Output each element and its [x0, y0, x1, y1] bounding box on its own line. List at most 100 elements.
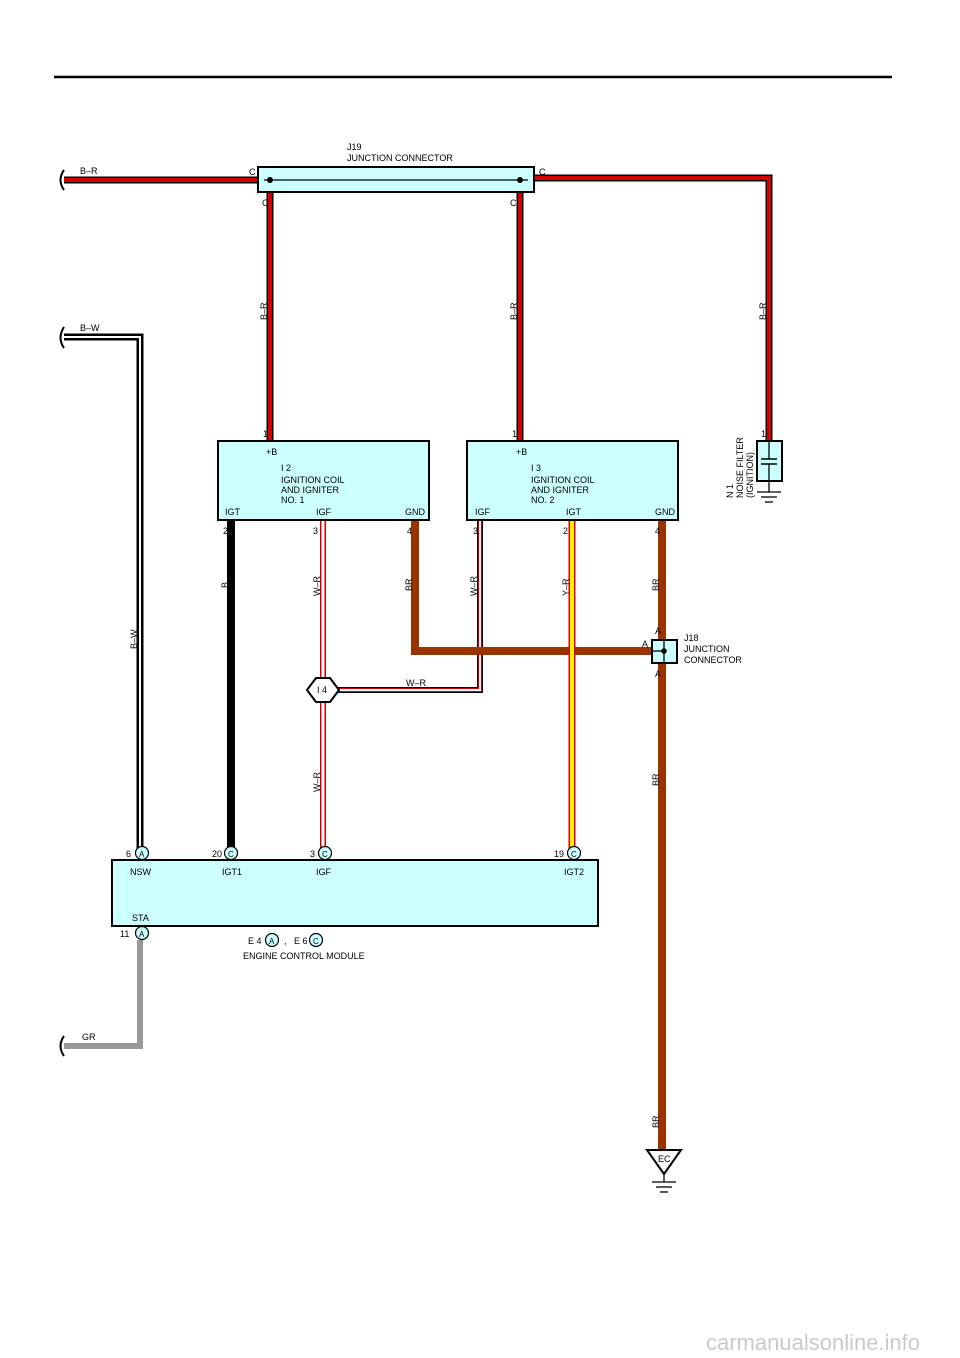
ecm-box	[111, 859, 599, 927]
wire-br-ground	[411, 520, 666, 1152]
wire-label: BR	[651, 1115, 661, 1128]
ignition-coil-1-box	[217, 440, 430, 521]
ecm-pin-name: IGT1	[222, 867, 242, 877]
ecm-conn-letter: C	[322, 850, 328, 859]
wire-label: BR	[651, 578, 661, 591]
ignition-coil-2-box	[466, 440, 679, 521]
coil2-pin-num: 3	[473, 526, 478, 536]
wire-label: W–R	[312, 772, 322, 793]
noise-filter-name: NOISE FILTER	[735, 437, 745, 498]
ground-code: EC	[658, 1154, 671, 1164]
coil1-code: I 2	[281, 463, 291, 473]
junction-connector-j19	[257, 166, 535, 193]
j19-pin: C	[510, 198, 517, 208]
j18-pin: A	[642, 639, 648, 649]
ecm-pin-num: 3	[310, 849, 315, 859]
wire-label: B–R	[80, 166, 98, 176]
coil1-name: IGNITION COIL	[281, 475, 345, 485]
noise-filter-code: N 1	[725, 484, 735, 498]
j18-name: CONNECTOR	[684, 655, 742, 665]
j18-pin: A	[655, 669, 661, 679]
ecm-pin-num: 19	[554, 849, 564, 859]
noise-filter	[756, 440, 783, 503]
ecm-conn-code: E 6	[294, 936, 308, 946]
wire-label: BR	[404, 578, 414, 591]
splice-dot	[267, 177, 273, 183]
ecm-conn-letter: A	[139, 930, 145, 939]
coil1-pin-num: 2	[223, 526, 228, 536]
ecm-pin-num: 11	[120, 929, 129, 939]
ground-ec	[645, 1149, 683, 1193]
ecm-pin-name: IGT2	[564, 867, 584, 877]
coil2-pin-num: 4	[655, 526, 660, 536]
ecm-conn-letter: A	[269, 937, 275, 946]
ecm-pin-name: IGF	[316, 867, 332, 877]
coil2-pin-igf: IGF	[475, 507, 491, 517]
j18-code: J18	[684, 633, 699, 643]
noise-filter-name: (IGNITION)	[745, 452, 755, 498]
ecm-pin-num: 6	[126, 849, 131, 859]
j19-pin: C	[539, 167, 546, 177]
coil2-code: I 3	[531, 463, 541, 473]
coil2-pin-igt: IGT	[566, 507, 582, 517]
wire-wr-coil2	[323, 520, 483, 693]
splice-i4	[305, 677, 341, 703]
coil1-pin-num: 4	[407, 526, 412, 536]
coil2-pin-num: 1	[512, 429, 517, 439]
j19-name: JUNCTION CONNECTOR	[347, 153, 453, 163]
j18-name: JUNCTION	[684, 644, 730, 654]
coil2-pin-gnd: GND	[655, 507, 676, 517]
coil2-pin-num: 2	[563, 526, 568, 536]
coil1-pin-igt: IGT	[225, 507, 241, 517]
j19-code: J19	[347, 142, 362, 152]
ecm-conn-letter: A	[139, 850, 145, 859]
ecm-conn-letter: C	[228, 850, 234, 859]
wire-label: B	[220, 582, 230, 588]
j19-pin: C	[249, 167, 256, 177]
wire-label: B–R	[259, 302, 269, 320]
wire-gr-sta	[64, 940, 143, 1049]
ecm-conn-code: E 4	[248, 936, 262, 946]
wire-label: BR	[651, 773, 661, 786]
wire-label: W–R	[312, 576, 322, 597]
coil1-pin-num: 1	[263, 429, 268, 439]
ecm-connector-circles	[134, 845, 582, 948]
j18-pin: A	[655, 626, 661, 636]
wire-end-brackets	[59, 169, 65, 1057]
coil2-name: AND IGNITER	[531, 485, 590, 495]
ecm-conn-sep: ,	[284, 936, 287, 946]
coil1-pin-gnd: GND	[405, 507, 426, 517]
wire-label: B–W	[129, 629, 139, 649]
ecm-conn-letter: C	[313, 937, 319, 946]
splice-dot	[517, 177, 523, 183]
wire-label: B–R	[509, 302, 519, 320]
ground-symbol-icon	[757, 491, 781, 503]
splice-code: I 4	[317, 685, 327, 695]
wire-label: B–W	[80, 323, 100, 333]
ecm-name: ENGINE CONTROL MODULE	[243, 951, 365, 961]
ecm-pin-num: 20	[212, 849, 222, 859]
watermark: carmanualsonline.info	[706, 1330, 920, 1355]
wire-label: B–R	[758, 302, 768, 320]
wire-label: GR	[82, 1032, 96, 1042]
ecm-conn-letter: C	[571, 850, 577, 859]
j19-pin: C	[262, 198, 269, 208]
junction-connector-j18	[651, 639, 678, 664]
coil1-pin-igf: IGF	[316, 507, 332, 517]
coil1-name: NO. 1	[281, 495, 305, 505]
wire-label: W–R	[469, 576, 479, 597]
coil1-pin-b: +B	[266, 447, 277, 457]
wire-label: W–R	[406, 678, 427, 688]
coil1-name: AND IGNITER	[281, 485, 340, 495]
wire-bw	[64, 333, 144, 850]
noise-filter-pin: 1	[761, 429, 766, 439]
coil2-name: IGNITION COIL	[531, 475, 595, 485]
coil1-pin-num: 3	[313, 526, 318, 536]
splice-dot	[661, 648, 667, 654]
coil2-name: NO. 2	[531, 495, 555, 505]
ecm-pin-name: NSW	[130, 867, 152, 877]
wire-label: Y–R	[561, 578, 571, 596]
ecm-pin-name: STA	[132, 913, 149, 923]
wire-br-main	[64, 174, 773, 441]
